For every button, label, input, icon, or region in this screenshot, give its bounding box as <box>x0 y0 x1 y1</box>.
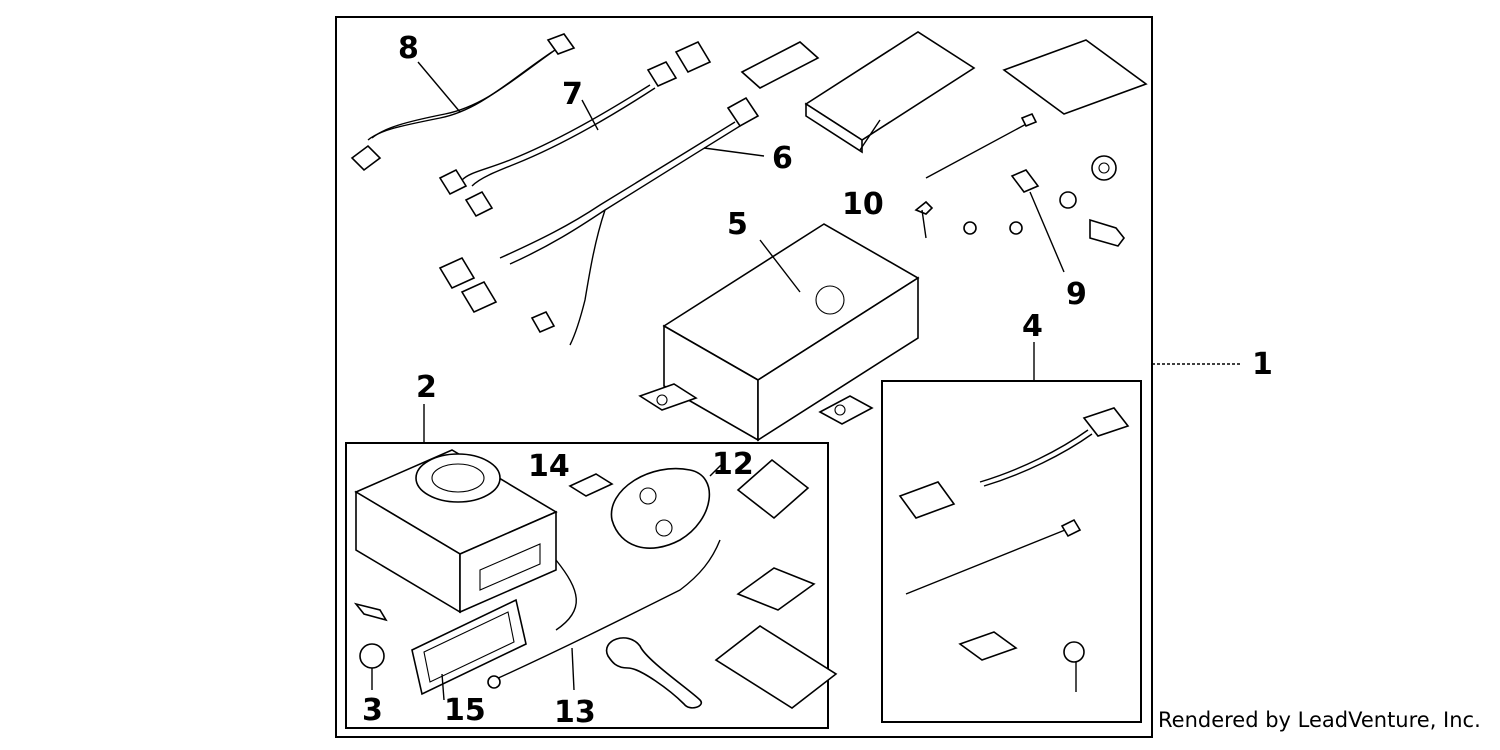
callout-7: 7 <box>562 77 583 112</box>
harness-4 <box>898 407 1130 692</box>
kit-frame <box>335 16 1153 738</box>
hardware-9 <box>914 112 1126 273</box>
subkit-frame-4 <box>881 380 1142 723</box>
document-card <box>736 567 816 611</box>
callout-12: 12 <box>712 447 754 482</box>
grommet-3 <box>353 602 388 690</box>
remote-fob-12 <box>610 458 810 549</box>
callout-9: 9 <box>1066 277 1087 312</box>
subkit-frame-2 <box>345 442 829 729</box>
gasket-15 <box>411 598 527 701</box>
harness-7 <box>438 40 712 218</box>
harness-8 <box>350 33 576 172</box>
callout-13: 13 <box>554 695 596 730</box>
clip-14 <box>568 473 614 497</box>
callout-6: 6 <box>772 141 793 176</box>
callout-15: 15 <box>444 693 486 728</box>
callout-2: 2 <box>416 370 437 405</box>
callout-1: 1 <box>1252 347 1273 382</box>
control-box-5 <box>638 223 920 442</box>
callout-5: 5 <box>727 207 748 242</box>
callout-10: 10 <box>842 187 884 222</box>
callout-8: 8 <box>398 31 419 66</box>
callout-4: 4 <box>1022 309 1043 344</box>
wire-13 <box>487 539 721 709</box>
document-booklet <box>714 625 838 709</box>
callout-3: 3 <box>362 693 383 728</box>
credit-text: Rendered by LeadVenture, Inc. <box>1158 708 1481 732</box>
manual-10 <box>804 31 1148 154</box>
callout-14: 14 <box>528 449 570 484</box>
siren-unit-2 <box>354 449 558 614</box>
harness-6 <box>438 41 820 346</box>
